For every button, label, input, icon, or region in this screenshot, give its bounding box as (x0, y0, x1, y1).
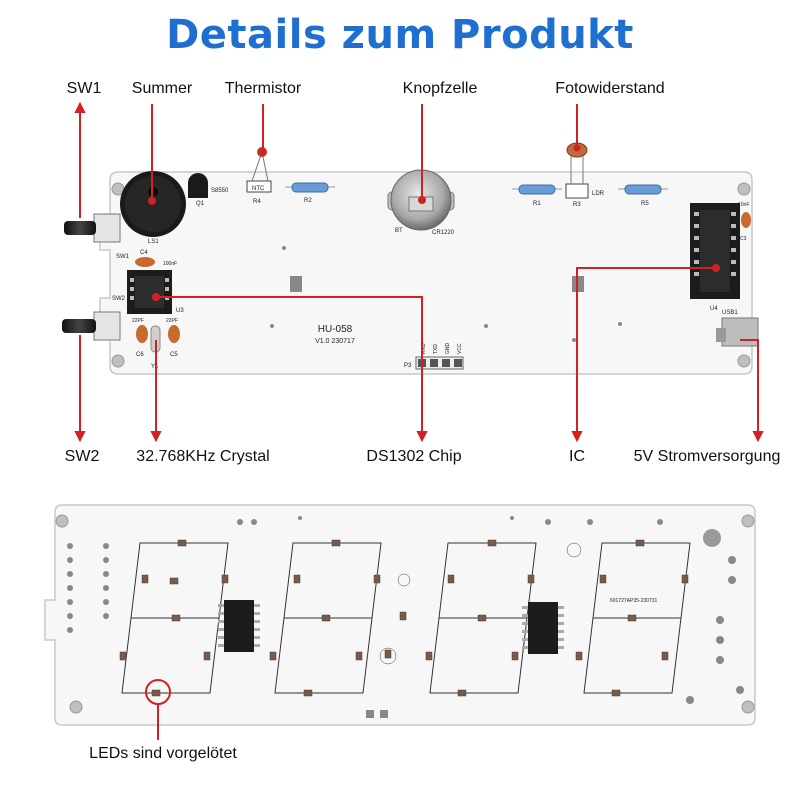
silk-pin-txd: TXD (433, 344, 439, 354)
label-thermistor: Thermistor (224, 80, 302, 97)
label-knopfzelle: Knopfzelle (402, 80, 478, 97)
silk-usb1: USB1 (722, 310, 738, 316)
silk-r2: R2 (304, 198, 312, 204)
silk-c3val: 10nF (738, 202, 749, 208)
silk-pin-rxd: RXD (421, 343, 427, 354)
silk-22pf-a: 22PF (132, 318, 144, 324)
usb-connector: USB1 (716, 310, 759, 347)
label-ds1302: DS1302 Chip (366, 448, 462, 465)
silk-c6: C6 (136, 352, 144, 358)
silk-back-code: 601727AP35-230731 (610, 598, 657, 604)
led-highlight (145, 679, 171, 740)
label-power: 5V Stromversorgung (633, 448, 781, 465)
front-board (99, 171, 753, 375)
silk-u3: U3 (176, 308, 184, 314)
label-crystal: 32.768KHz Crystal (136, 448, 270, 465)
label-fotowiderstand: Fotowiderstand (555, 80, 665, 97)
silk-c5: C5 (170, 352, 178, 358)
silk-ls1: LS1 (148, 239, 159, 245)
silk-r3: R3 (573, 202, 581, 208)
smd-driver-chips: 601727AP35-230731 (218, 598, 657, 654)
silk-ntc: NTC (252, 186, 265, 192)
silk-100nf: 100nF (163, 261, 177, 267)
switch-sw1: SW1 (64, 213, 130, 260)
silk-r5: R5 (641, 201, 649, 207)
silk-ldr: LDR (592, 191, 605, 197)
silk-cr1220: CR1220 (432, 230, 455, 236)
resistor-r5: R5 (618, 184, 668, 207)
silk-r4: R4 (253, 199, 261, 205)
label-ic: IC (569, 448, 585, 465)
callout-lines (74, 101, 764, 443)
silk-model: HU-058 (318, 324, 353, 335)
ic-u4: U4 10nF C3 (690, 202, 751, 312)
silk-u4: U4 (710, 306, 718, 312)
silk-sw1: SW1 (116, 254, 130, 260)
silk-pin-vcc: VCC (457, 343, 463, 354)
silk-s8550: S8550 (211, 188, 229, 194)
smd-leds (119, 539, 689, 697)
silk-q1: Q1 (196, 201, 205, 207)
silk-c4: C4 (140, 250, 148, 256)
buzzer-ls1: LS1 (120, 171, 186, 245)
silk-c3: C3 (740, 236, 747, 242)
resistor-r1: R1 (512, 184, 562, 207)
silk-version: V1.0 230717 (315, 338, 355, 345)
label-sw2: SW2 (64, 448, 100, 465)
silk-22pf-b: 22PF (166, 318, 178, 324)
label-sw1: SW1 (66, 80, 102, 97)
label-summer: Summer (131, 80, 193, 97)
page-title: Details zum Produkt (166, 12, 634, 58)
silk-p3: P3 (404, 363, 412, 369)
silk-r1: R1 (533, 201, 541, 207)
silk-bt: BT (395, 228, 403, 234)
silk-sw2: SW2 (112, 296, 126, 302)
silk-pin-gnd: GND (445, 343, 451, 355)
label-leds: LEDs sind vorgelötet (89, 745, 237, 762)
transistor-q1: S8550 Q1 (188, 173, 229, 207)
resistor-r2: R2 (285, 182, 335, 204)
switch-sw2: SW2 (62, 296, 126, 341)
chip-ds1302: U3 C4 100nF 22PF 22PF C6 C5 Y1 (127, 250, 184, 370)
